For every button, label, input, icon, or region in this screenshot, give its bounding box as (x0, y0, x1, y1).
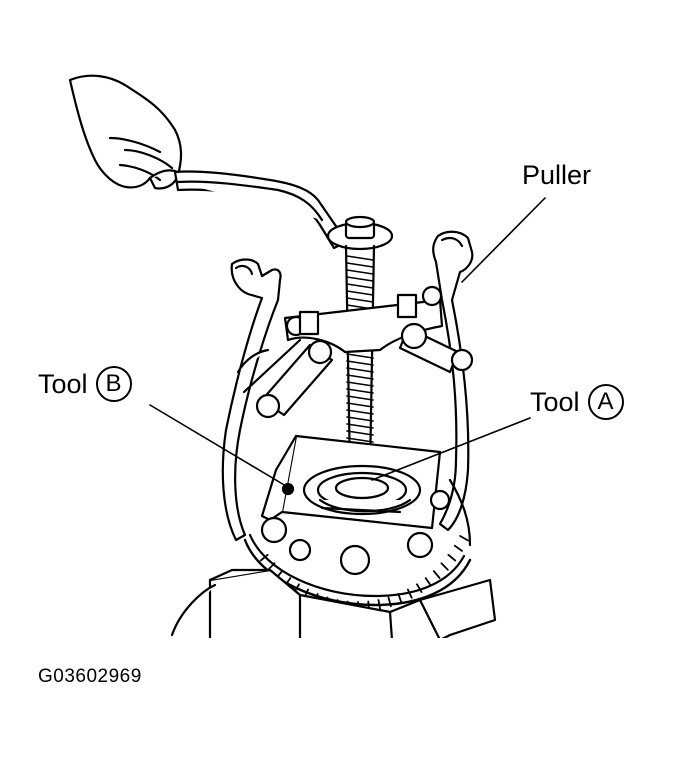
tool-a-text: Tool (530, 387, 580, 418)
hub-bolts (260, 489, 451, 576)
arm-links (236, 322, 474, 419)
puller-label: Puller (522, 160, 592, 190)
tool-b-text: Tool (38, 369, 88, 400)
tool-a-leader-line (371, 417, 531, 481)
puller-leader-line (461, 197, 546, 283)
base-housing (168, 568, 514, 642)
figure-code: G03602969 (38, 666, 142, 687)
puller-jaw-left (221, 258, 282, 542)
leader-lines (149, 197, 546, 487)
wrench (173, 170, 394, 251)
puller-jaw-right (432, 230, 474, 532)
hand (68, 74, 183, 190)
tool-b-circle-letter: B (95, 366, 132, 402)
tool-a-bearing (302, 464, 422, 516)
tool-b-leader-line (149, 404, 287, 487)
tool-a-circle-letter: A (587, 384, 624, 420)
crossbar (283, 285, 444, 354)
